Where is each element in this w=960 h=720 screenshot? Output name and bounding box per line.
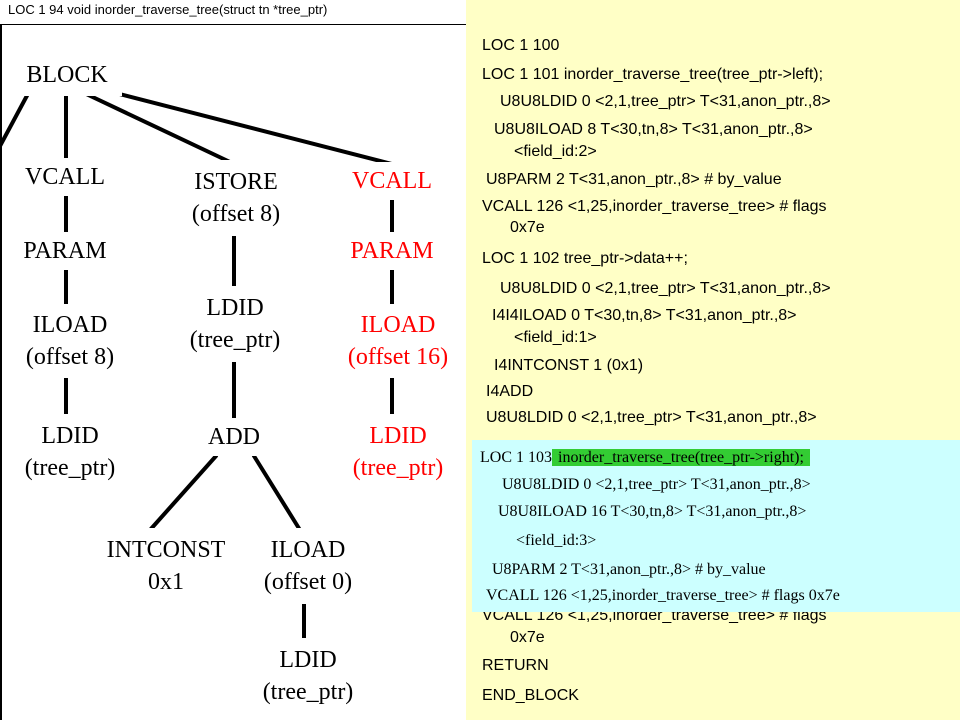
node-detail: 0x1 bbox=[148, 569, 184, 595]
callout-line: U8PARM 2 T<31,anon_ptr.,8> # by_value bbox=[492, 561, 766, 578]
node-detail: (offset 8) bbox=[191, 201, 281, 227]
node-label: PARAM bbox=[350, 238, 434, 264]
block-node: BLOCK bbox=[12, 54, 122, 96]
code-line: U8U8LDID 0 <2,1,tree_ptr> T<31,anon_ptr.… bbox=[500, 280, 831, 297]
callout-line: U8U8ILOAD 16 T<30,tn,8> T<31,anon_ptr.,8… bbox=[498, 503, 807, 520]
code-line: RETURN bbox=[482, 657, 549, 674]
node-label: BLOCK bbox=[26, 62, 108, 88]
code-line: U8U8LDID 0 <2,1,tree_ptr> T<31,anon_ptr.… bbox=[500, 93, 831, 110]
code-line: <field_id:1> bbox=[514, 329, 597, 346]
node-label: LDID bbox=[41, 423, 99, 449]
param-right-node: PARAM bbox=[340, 232, 444, 270]
callout-line: U8U8LDID 0 <2,1,tree_ptr> T<31,anon_ptr.… bbox=[502, 476, 811, 493]
highlighted-call: inorder_traverse_tree(tree_ptr->right); bbox=[552, 449, 810, 466]
node-label: ISTORE bbox=[194, 169, 278, 195]
iload-mid-node: ILOAD (offset 0) bbox=[246, 528, 370, 604]
vcall-left-node: VCALL bbox=[10, 158, 120, 196]
code-line: U8U8LDID 0 <2,1,tree_ptr> T<31,anon_ptr.… bbox=[486, 409, 817, 426]
node-detail: (offset 0) bbox=[263, 569, 353, 595]
iload-right-node: ILOAD (offset 16) bbox=[336, 304, 460, 378]
code-line: I4ADD bbox=[486, 383, 534, 400]
vcall-right-node: VCALL bbox=[340, 162, 444, 200]
node-label: INTCONST bbox=[106, 537, 226, 563]
node-detail: (tree_ptr) bbox=[262, 679, 354, 705]
ldid-right-node: LDID (tree_ptr) bbox=[336, 414, 460, 490]
loc-label: LOC 1 103 bbox=[480, 449, 552, 466]
node-label: ILOAD bbox=[32, 312, 108, 338]
code-line: U8PARM 2 T<31,anon_ptr.,8> # by_value bbox=[486, 171, 782, 188]
whirl-code-panel: LOC 1 100 LOC 1 101 inorder_traverse_tre… bbox=[466, 0, 960, 720]
add-node: ADD bbox=[194, 418, 274, 456]
code-line: END_BLOCK bbox=[482, 687, 579, 704]
node-detail: (offset 8) bbox=[25, 344, 115, 370]
node-detail: (tree_ptr) bbox=[189, 327, 281, 353]
node-detail: (tree_ptr) bbox=[24, 455, 116, 481]
code-line: 0x7e bbox=[510, 629, 545, 646]
code-line: I4I4ILOAD 0 T<30,tn,8> T<31,anon_ptr.,8> bbox=[492, 307, 797, 324]
function-header: LOC 1 94 void inorder_traverse_tree(stru… bbox=[8, 2, 328, 17]
ldid-bottom-node: LDID (tree_ptr) bbox=[246, 638, 370, 714]
node-label: ILOAD bbox=[360, 312, 436, 338]
code-line: 0x7e bbox=[510, 219, 545, 236]
code-line: LOC 1 102 tree_ptr->data++; bbox=[482, 250, 688, 267]
callout-line: <field_id:3> bbox=[516, 532, 597, 549]
ldid-mid-node: LDID (tree_ptr) bbox=[174, 286, 296, 362]
code-line: VCALL 126 <1,25,inorder_traverse_tree> #… bbox=[482, 198, 827, 215]
node-detail: (tree_ptr) bbox=[352, 455, 444, 481]
node-label: VCALL bbox=[25, 164, 105, 190]
intconst-node: INTCONST 0x1 bbox=[88, 528, 244, 604]
param-left-node: PARAM bbox=[10, 232, 120, 270]
node-label: ADD bbox=[208, 424, 260, 450]
code-line: LOC 1 100 bbox=[482, 37, 560, 54]
node-label: LDID bbox=[206, 295, 264, 321]
node-label: VCALL bbox=[352, 168, 432, 194]
node-label: LDID bbox=[279, 647, 337, 673]
code-line: U8U8ILOAD 8 T<30,tn,8> T<31,anon_ptr.,8> bbox=[494, 121, 813, 138]
ldid-left-node: LDID (tree_ptr) bbox=[10, 414, 130, 490]
node-label: LDID bbox=[369, 423, 427, 449]
code-line: I4INTCONST 1 (0x1) bbox=[494, 357, 644, 374]
node-detail: (offset 16) bbox=[347, 344, 449, 370]
istore-node: ISTORE (offset 8) bbox=[176, 160, 296, 236]
node-label: PARAM bbox=[23, 238, 107, 264]
iload-left-node: ILOAD (offset 8) bbox=[10, 304, 130, 378]
code-line: <field_id:2> bbox=[514, 143, 597, 160]
node-label: ILOAD bbox=[270, 537, 346, 563]
callout-line: VCALL 126 <1,25,inorder_traverse_tree> #… bbox=[486, 587, 840, 604]
code-line: LOC 1 101 inorder_traverse_tree(tree_ptr… bbox=[482, 66, 824, 83]
